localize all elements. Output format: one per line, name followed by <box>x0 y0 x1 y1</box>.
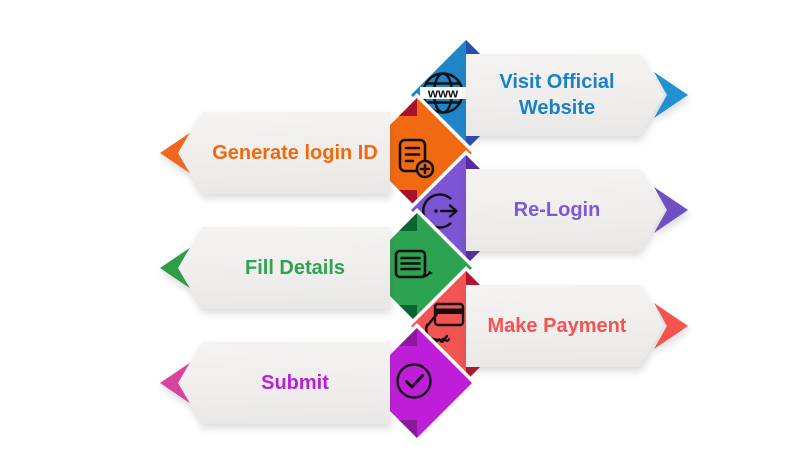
step-label: Fill Details <box>244 257 346 279</box>
step-banner <box>178 112 390 194</box>
step-banner <box>466 54 664 136</box>
step-label: Submit <box>261 372 329 394</box>
chevron-left-icon <box>160 130 194 176</box>
chevron-right-icon <box>654 303 688 349</box>
step-label: Make Payment <box>487 315 627 337</box>
chevron-left-icon <box>160 245 194 291</box>
step-banner <box>178 227 390 309</box>
step-label: Generate login ID <box>212 142 378 164</box>
chevron-right-icon <box>654 187 688 233</box>
step-banner <box>178 342 390 424</box>
chevron-left-icon <box>160 360 194 406</box>
step-banner <box>466 169 664 251</box>
step-label: Visit Official Website <box>499 71 615 119</box>
step-banner <box>466 285 664 367</box>
chevron-right-icon <box>654 72 688 118</box>
step-label: Re-Login <box>513 199 601 221</box>
